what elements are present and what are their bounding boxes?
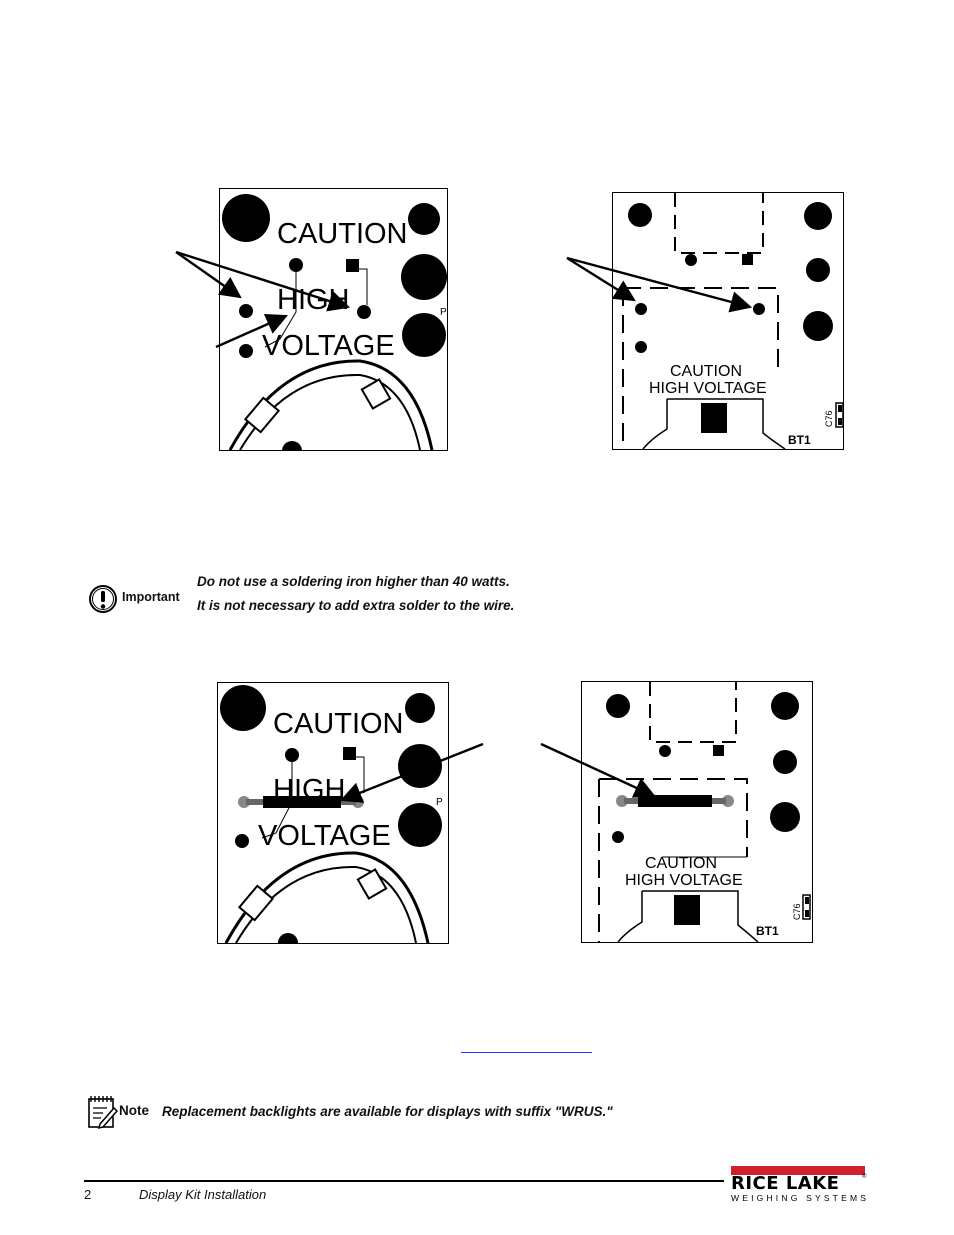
- pcb-figure-top-right: CAUTION HIGH VOLTAGE BT1 C76: [612, 192, 844, 450]
- footer-rule: [84, 1180, 724, 1182]
- bt1-label: BT1: [788, 433, 811, 447]
- high-label: HIGH: [277, 284, 350, 316]
- important-line-1: Do not use a soldering iron higher than …: [197, 574, 510, 589]
- logo-red-bar: [731, 1166, 865, 1175]
- exclamation-circle-icon: [89, 585, 117, 613]
- important-line-2: It is not necessary to add extra solder …: [197, 598, 515, 613]
- page-number: 2: [84, 1187, 92, 1202]
- important-label: Important: [122, 590, 180, 604]
- bt1-label: BT1: [756, 924, 779, 938]
- p-label: P: [440, 307, 447, 318]
- pcb-figure-bottom-right: CAUTION HIGH VOLTAGE BT1 C76: [581, 681, 813, 943]
- logo-wordmark: RICE LAKE: [731, 1173, 840, 1194]
- pcb-figure-bottom-left: CAUTION HIGH VOLTAGE P: [217, 682, 449, 944]
- pcb-figure-top-left: CAUTION HIGH VOLTAGE P: [219, 188, 448, 451]
- voltage-label: VOLTAGE: [258, 820, 391, 852]
- high-voltage-small-label: HIGH VOLTAGE: [625, 872, 743, 889]
- note-label: Note: [119, 1103, 149, 1118]
- p-label: P: [436, 797, 443, 808]
- voltage-label: VOLTAGE: [262, 330, 395, 362]
- notepad-pencil-icon: [88, 1096, 118, 1130]
- logo-registered-mark: ®: [862, 1174, 867, 1180]
- logo-tagline: WEIGHING SYSTEMS: [731, 1193, 870, 1203]
- caution-small-label: CAUTION: [645, 855, 717, 872]
- c76-label: C76: [792, 903, 802, 920]
- caution-small-label: CAUTION: [670, 363, 742, 380]
- important-text: Do not use a soldering iron higher than …: [197, 570, 514, 618]
- note-text: Replacement backlights are available for…: [162, 1104, 613, 1119]
- caution-label: CAUTION: [273, 708, 404, 740]
- hyperlink-underline[interactable]: [461, 1052, 592, 1053]
- document-title: Display Kit Installation: [139, 1187, 267, 1202]
- c76-label: C76: [824, 410, 834, 427]
- high-voltage-small-label: HIGH VOLTAGE: [649, 380, 767, 397]
- caution-label: CAUTION: [277, 218, 408, 250]
